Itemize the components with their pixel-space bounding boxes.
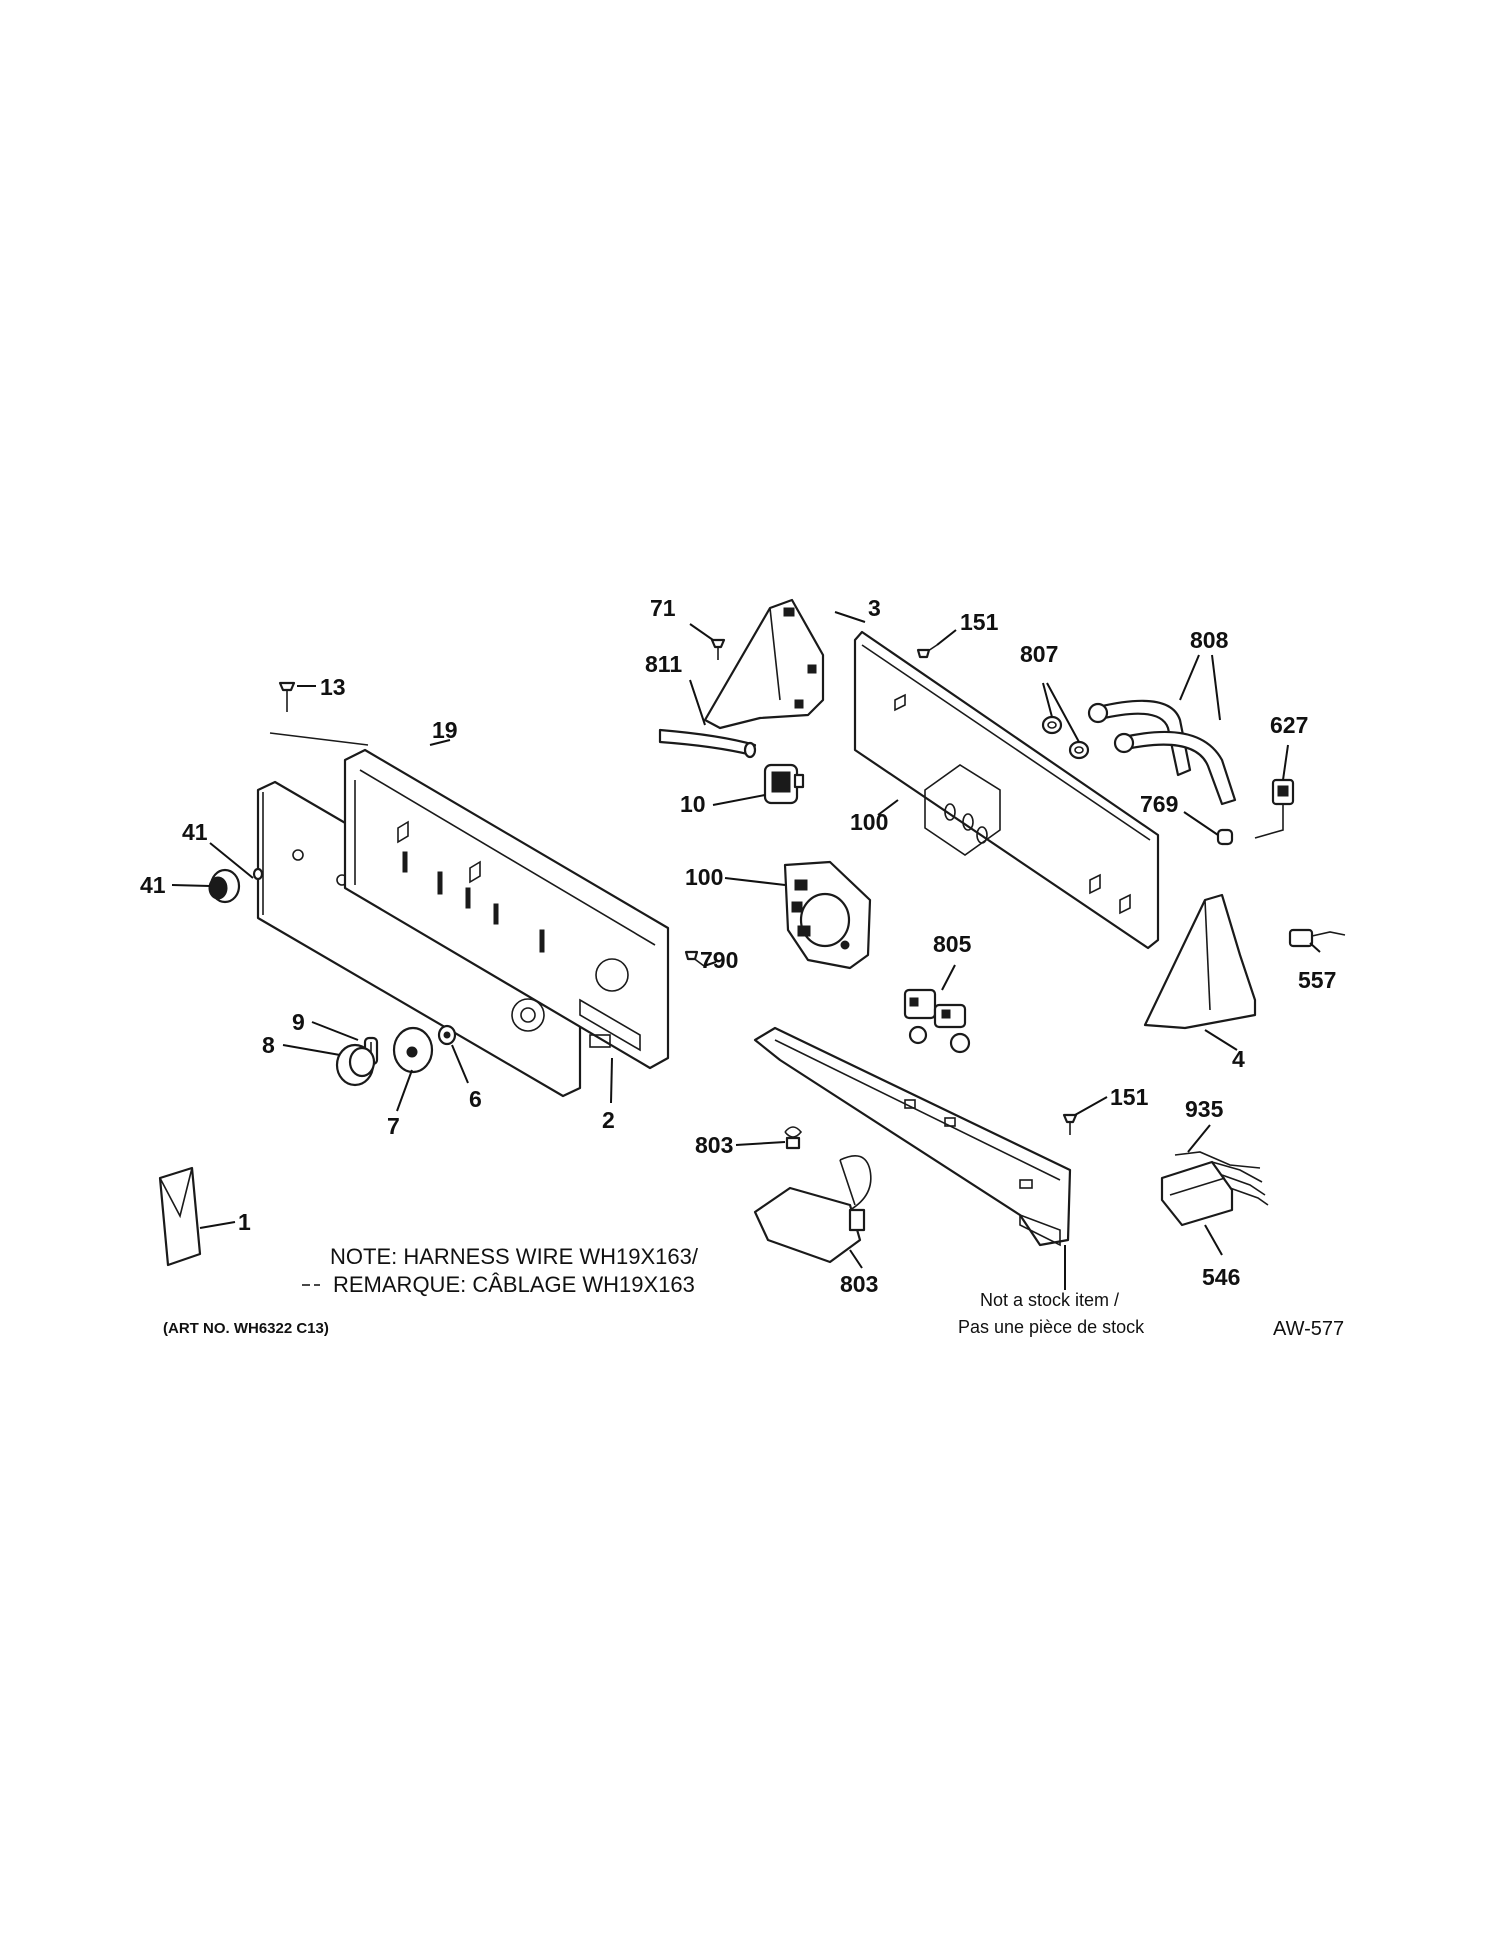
- callout-6: 6: [469, 1086, 482, 1112]
- not-stock-note: Not a stock item / Pas une pièce de stoc…: [958, 1290, 1145, 1337]
- base-bracket: [753, 1026, 1072, 1247]
- callout-151-lower: 151: [1110, 1084, 1149, 1110]
- hoses-808: [1087, 699, 1237, 806]
- note-line-2: REMARQUE: CÂBLAGE WH19X163: [333, 1272, 695, 1297]
- callout-8: 8: [262, 1032, 275, 1058]
- wire-harness-546: [1160, 1151, 1269, 1227]
- harness-note: NOTE: HARNESS WIRE WH19X163/ REMARQUE: C…: [302, 1244, 699, 1297]
- console-frame: [269, 732, 670, 1070]
- callout-805: 805: [933, 931, 972, 957]
- callout-935: 935: [1185, 1096, 1224, 1122]
- screw-151-upper: [916, 644, 938, 659]
- end-cap-left-3: [703, 598, 825, 730]
- art-number: (ART NO. WH6322 C13): [163, 1320, 329, 1337]
- callout-546: 546: [1202, 1264, 1240, 1290]
- callout-769: 790: [700, 947, 738, 973]
- end-cap-right-4: [1143, 893, 1257, 1030]
- callout-4: 4: [1232, 1046, 1245, 1072]
- screw-151-lower: [1062, 1113, 1078, 1135]
- callout-72: 100: [850, 809, 888, 835]
- connector-556: [1288, 928, 1346, 948]
- callout-41: 41: [182, 819, 208, 845]
- not-stock-line-2: Pas une pièce de stock: [958, 1317, 1145, 1337]
- callout-100: 100: [685, 864, 723, 890]
- control-panel-front: [256, 780, 582, 1098]
- manual-envelope: [158, 1166, 202, 1267]
- screw-11: [278, 681, 296, 712]
- knob-assembly: [335, 1024, 457, 1087]
- callout-71: 71: [650, 595, 676, 621]
- callout-151-upper: 151: [960, 609, 999, 635]
- screw-769: [684, 950, 705, 967]
- callout-3: 3: [868, 595, 881, 621]
- back-panel-72: [853, 630, 1160, 950]
- callout-7: 7: [387, 1113, 400, 1139]
- callout-557: 627: [1270, 712, 1308, 738]
- callout-803: 803: [840, 1271, 878, 1297]
- callout-10: 10: [680, 791, 706, 817]
- clip-790: [784, 1126, 803, 1150]
- callout-811: 811: [645, 651, 682, 677]
- callout-2: 2: [602, 1107, 615, 1133]
- callout-556: 557: [1298, 967, 1336, 993]
- callout-labels: 13 19 41 41 9 8 7 6 2 1 71 3 151 807 808…: [140, 595, 1336, 1297]
- power-cord-557: [1254, 778, 1295, 839]
- callout-1: 1: [238, 1209, 251, 1235]
- pressure-switch-10: [763, 763, 805, 805]
- grommet-627: [1216, 828, 1234, 846]
- callout-19: 41: [140, 872, 166, 898]
- timer-100: [783, 860, 872, 970]
- not-stock-line-1: Not a stock item /: [980, 1290, 1119, 1310]
- callout-807: 807: [1020, 641, 1058, 667]
- callout-627: 769: [1140, 791, 1178, 817]
- knob-19: [208, 867, 264, 904]
- hose-811: [658, 728, 757, 759]
- callout-9: 9: [292, 1009, 305, 1035]
- screw-71: [710, 638, 726, 660]
- callout-790: 803: [695, 1132, 733, 1158]
- callout-11: 13: [320, 674, 346, 700]
- leader-lines: [171, 611, 1321, 1290]
- washers-807: [1041, 715, 1090, 760]
- callout-13: 19: [432, 717, 458, 743]
- diagram-code: AW-577: [1273, 1318, 1344, 1340]
- water-valve-805: [903, 988, 971, 1054]
- note-line-1: NOTE: HARNESS WIRE WH19X163/: [330, 1244, 699, 1269]
- pump-803: [753, 1154, 872, 1264]
- callout-808: 808: [1190, 627, 1229, 653]
